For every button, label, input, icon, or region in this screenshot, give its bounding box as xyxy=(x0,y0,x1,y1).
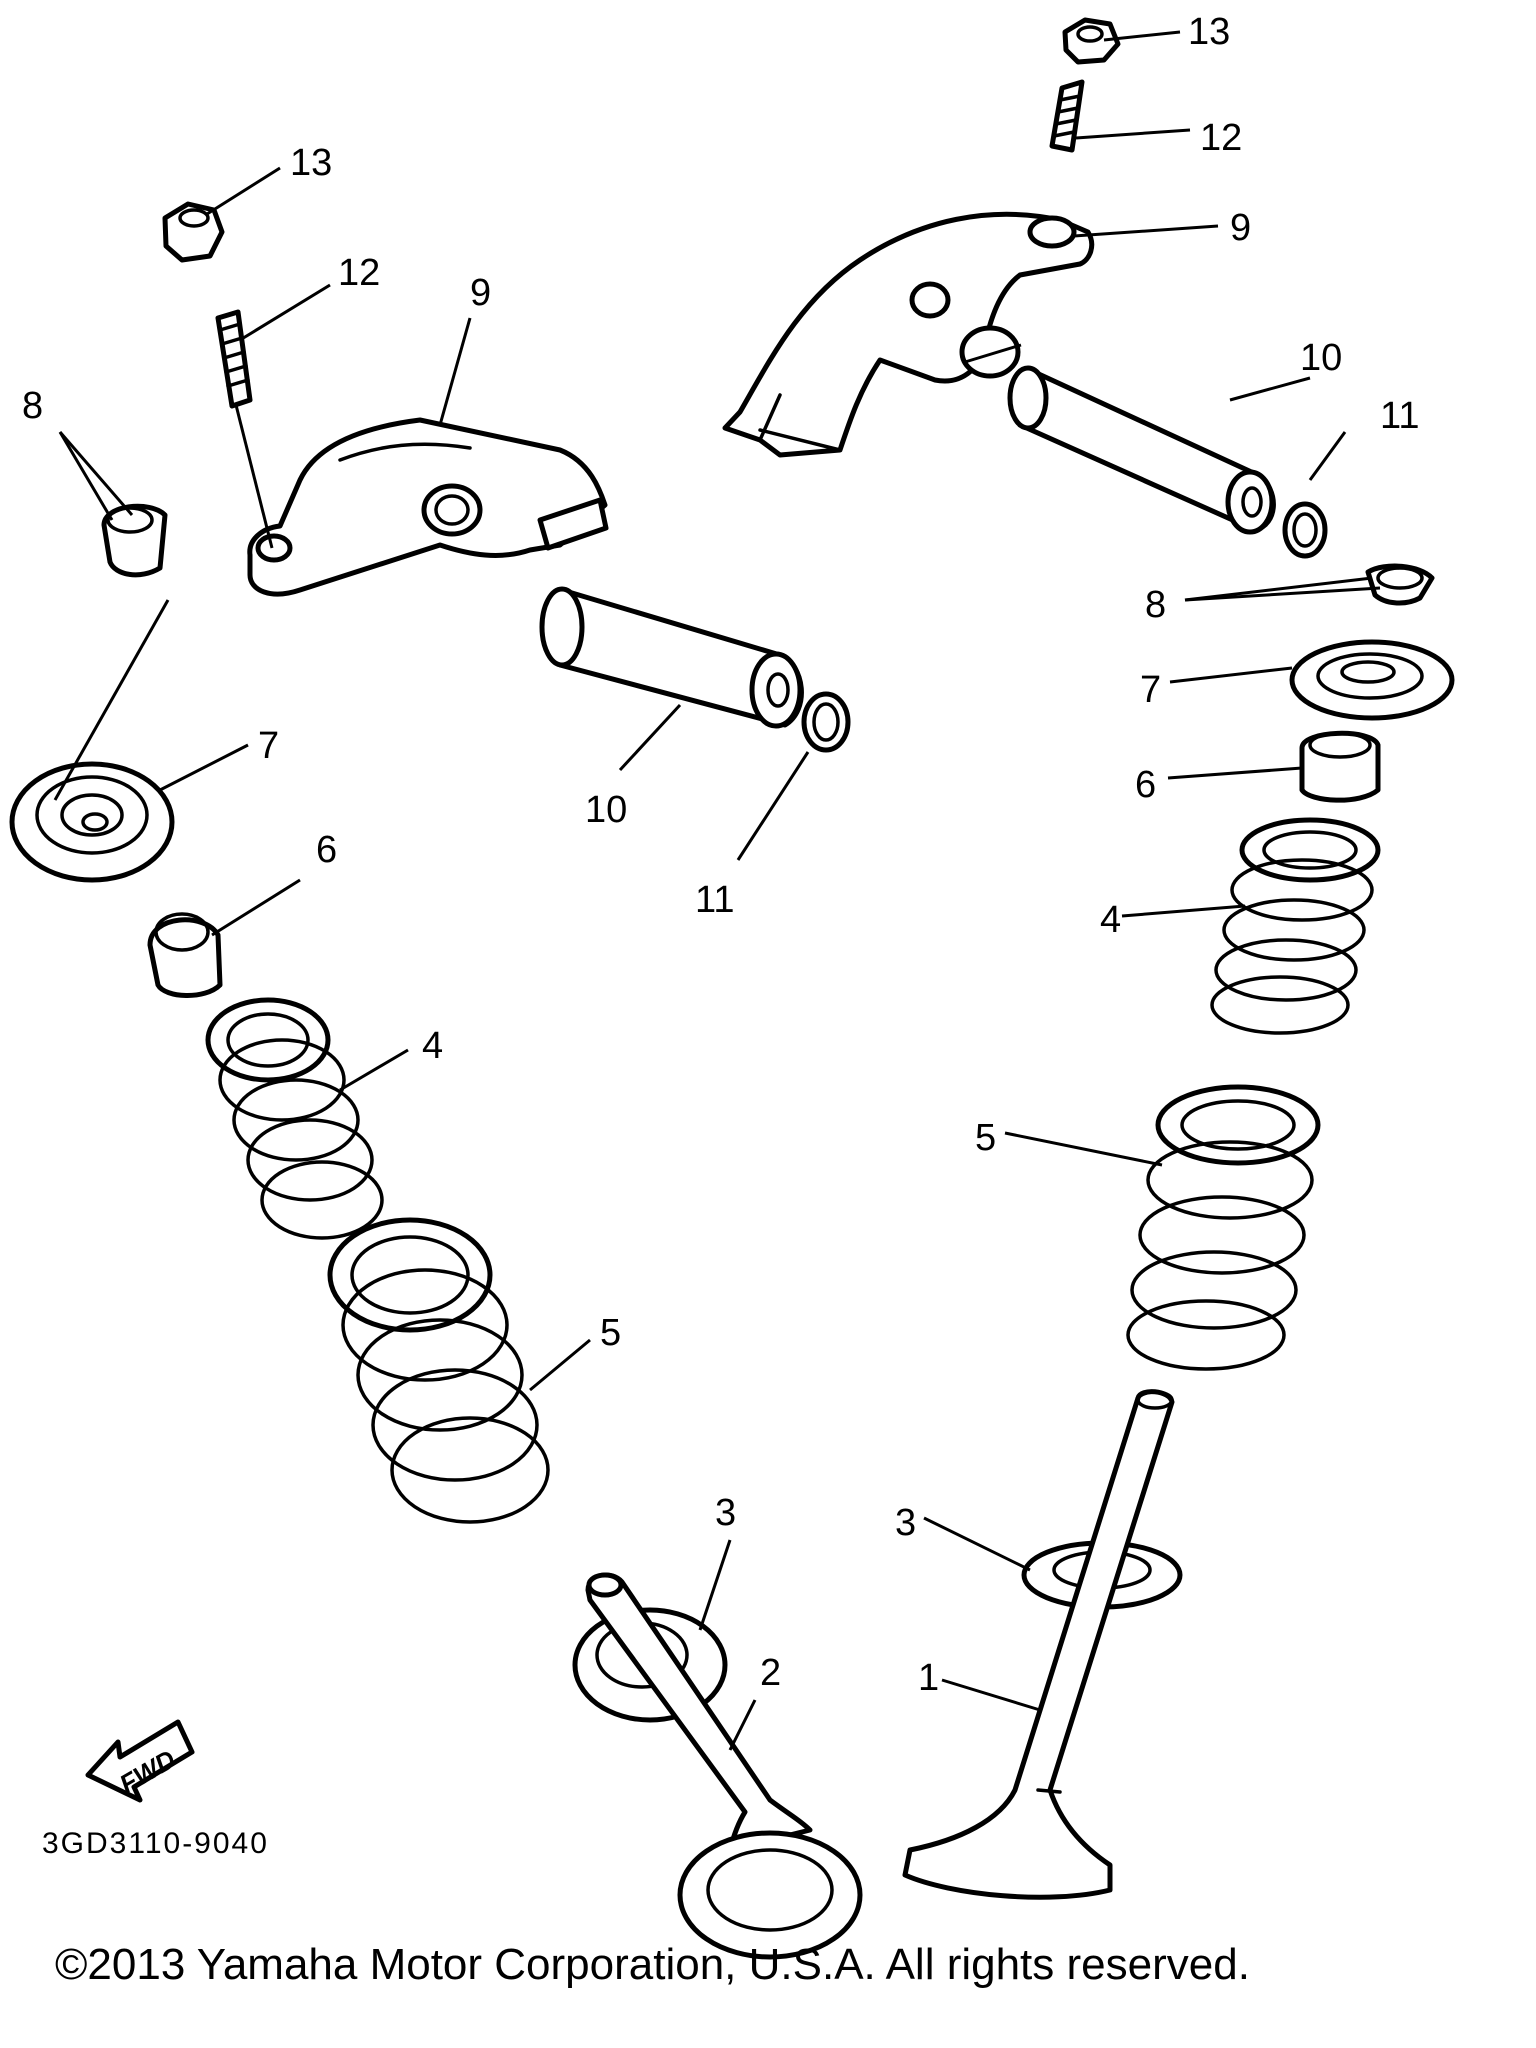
callout-9-right: 9 xyxy=(1230,207,1251,249)
callout-11-left: 11 xyxy=(695,879,734,921)
callout-7-left: 7 xyxy=(258,725,279,767)
lock-nut-left xyxy=(162,201,225,263)
callout-3-left: 3 xyxy=(715,1492,736,1534)
o-ring-right xyxy=(1282,501,1328,559)
valve-cotter-left xyxy=(101,503,168,578)
callout-2-left: 2 xyxy=(760,1652,781,1694)
callout-5-left: 5 xyxy=(600,1312,621,1354)
callout-1-right: 1 xyxy=(918,1657,939,1699)
adjusting-screw-right xyxy=(1049,79,1085,153)
callout-6-right: 6 xyxy=(1135,764,1156,806)
stem-seal-right xyxy=(1299,730,1381,803)
callout-5-right: 5 xyxy=(975,1117,996,1159)
callout-8-left: 8 xyxy=(22,385,43,427)
callout-6-left: 6 xyxy=(316,829,337,871)
valve-right xyxy=(902,1389,1175,1900)
callout-12-right: 12 xyxy=(1200,117,1242,159)
leader-lines xyxy=(53,30,1381,1751)
callout-12-left: 12 xyxy=(338,252,380,294)
copyright-notice: ©2013 Yamaha Motor Corporation, U.S.A. A… xyxy=(55,1940,1250,1989)
valve-left xyxy=(585,1572,863,1960)
lock-nut-right xyxy=(1062,17,1121,65)
callout-7-right: 7 xyxy=(1140,669,1161,711)
rocker-arm-right xyxy=(722,211,1095,458)
outer-spring-right xyxy=(1126,1084,1321,1371)
callout-labels: 13 12 9 8 10 11 7 6 4 5 3 2 1 13 12 9 10… xyxy=(22,11,1419,1699)
stem-seal-left xyxy=(147,912,223,998)
adjusting-screw-left xyxy=(215,309,253,409)
outer-spring-left xyxy=(327,1217,550,1524)
rocker-shaft-right xyxy=(1007,365,1276,535)
callout-3-right: 3 xyxy=(895,1502,916,1544)
callout-11-right: 11 xyxy=(1380,395,1419,437)
drawing-code: 3GD3110-9040 xyxy=(42,1827,269,1860)
callout-4-right: 4 xyxy=(1100,899,1121,941)
callout-9-left: 9 xyxy=(470,272,491,314)
o-ring-left xyxy=(801,691,851,753)
inner-spring-left xyxy=(205,997,384,1240)
callout-10-right: 10 xyxy=(1300,337,1342,379)
rocker-shaft-left xyxy=(539,586,804,729)
forward-arrow-icon: FWD xyxy=(85,1719,195,1803)
spring-retainer-left xyxy=(9,761,175,883)
rocker-arm-left xyxy=(247,417,609,597)
callout-13-left: 13 xyxy=(290,142,332,184)
inner-spring-right xyxy=(1210,817,1381,1035)
callout-10-left: 10 xyxy=(585,789,627,831)
callout-13-right: 13 xyxy=(1188,11,1230,53)
callout-8-right: 8 xyxy=(1145,584,1166,626)
spring-retainer-right xyxy=(1289,639,1455,721)
valve-cotter-right xyxy=(1365,563,1435,606)
callout-4-left: 4 xyxy=(422,1025,443,1067)
